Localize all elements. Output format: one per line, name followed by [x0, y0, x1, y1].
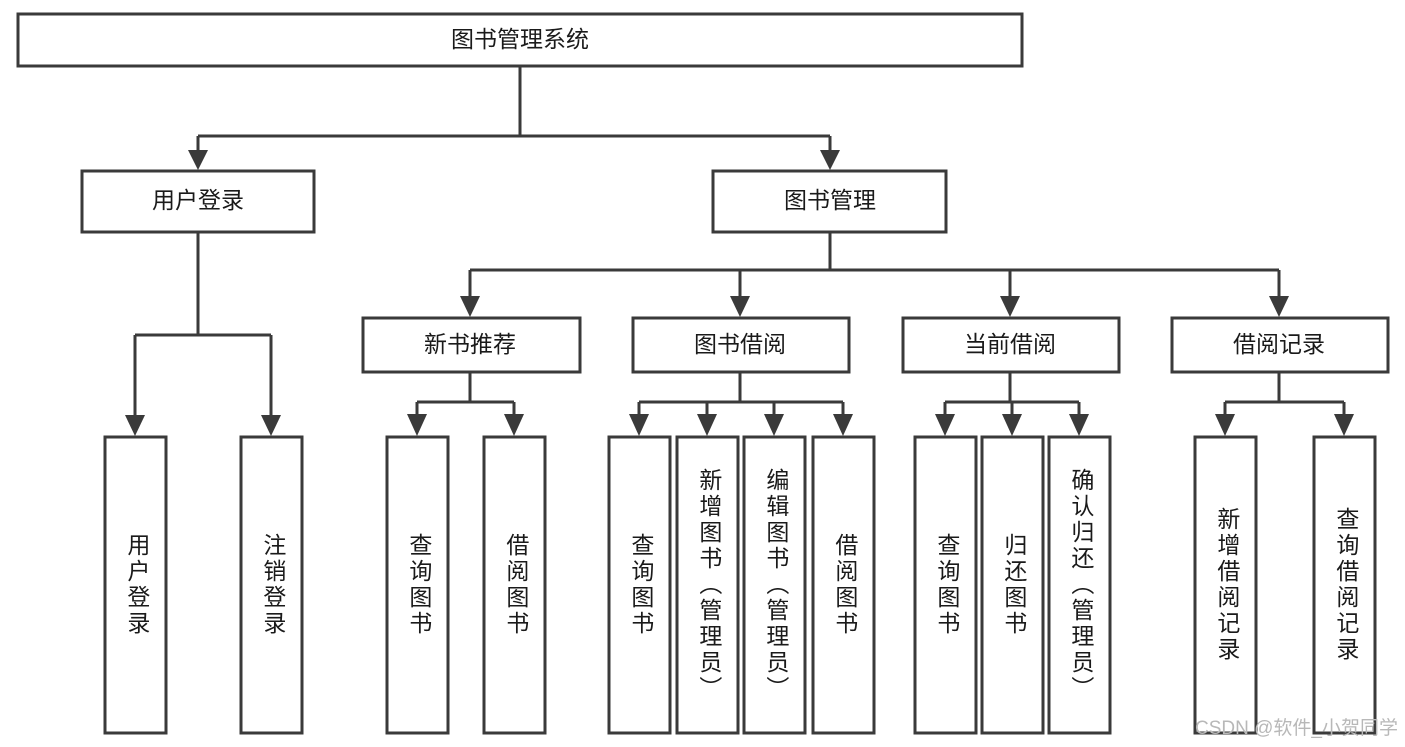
node-current-borrow[interactable]: 当前借阅 — [901, 316, 1121, 374]
node-leaf-query-book-1[interactable]: 查询图书 — [385, 435, 450, 735]
node-user-login-label: 用户登录 — [152, 187, 244, 213]
node-leaf-query-book-3[interactable]: 查询图书 — [913, 435, 978, 735]
node-borrow-record-box[interactable] — [1170, 316, 1390, 374]
node-leaf-user-logout-label: 注销登录 — [260, 533, 287, 637]
node-leaf-confirm-return-label: 确认归还（管理员） — [1068, 468, 1095, 702]
node-new-book-recommend-box[interactable] — [361, 316, 582, 374]
node-leaf-user-logout-box[interactable] — [239, 435, 304, 735]
arrow-head-new-book-recommend — [460, 296, 480, 317]
node-root-box[interactable] — [16, 12, 1024, 68]
node-leaf-borrow-book-2-label: 借阅图书 — [832, 533, 859, 637]
node-leaf-return-book-box[interactable] — [980, 435, 1045, 735]
connector-layer — [125, 66, 1354, 436]
node-leaf-query-record[interactable]: 查询借阅记录 — [1312, 435, 1377, 735]
node-leaf-confirm-return[interactable]: 确认归还（管理员） — [1047, 435, 1112, 735]
node-leaf-query-book-2-box[interactable] — [607, 435, 672, 735]
node-book-borrow[interactable]: 图书借阅 — [631, 316, 851, 374]
node-leaf-add-record-label: 新增借阅记录 — [1214, 507, 1241, 663]
arrow-head-leaf-query-book-2 — [629, 414, 649, 436]
node-leaf-add-book[interactable]: 新增图书（管理员） — [675, 435, 740, 735]
node-leaf-return-book-label: 归还图书 — [1001, 533, 1028, 637]
node-leaf-edit-book-box[interactable] — [742, 435, 807, 735]
arrow-head-leaf-add-book — [697, 414, 717, 436]
node-root-label: 图书管理系统 — [451, 26, 589, 52]
arrow-head-leaf-user-login — [125, 415, 145, 436]
arrow-head-leaf-query-book-1 — [407, 414, 427, 436]
node-book-manage-label: 图书管理 — [784, 187, 876, 213]
node-root[interactable]: 图书管理系统 — [16, 12, 1024, 68]
node-current-borrow-box[interactable] — [901, 316, 1121, 374]
node-borrow-record-label: 借阅记录 — [1233, 331, 1325, 357]
node-leaf-query-book-3-label: 查询图书 — [934, 533, 961, 637]
arrow-head-borrow-record — [1269, 296, 1289, 317]
node-new-book-recommend[interactable]: 新书推荐 — [361, 316, 582, 374]
node-leaf-query-book-1-label: 查询图书 — [406, 533, 433, 637]
arrow-head-leaf-return-book — [1002, 414, 1022, 436]
arrow-head-leaf-borrow-book-2 — [833, 414, 853, 436]
arrow-head-leaf-borrow-book-1 — [504, 414, 524, 436]
node-leaf-edit-book-label: 编辑图书（管理员） — [763, 468, 790, 702]
arrow-head-book-borrow — [730, 296, 750, 317]
node-book-borrow-label: 图书借阅 — [694, 331, 786, 357]
csdn-watermark: CSDN @软件_小贺同学 — [1195, 717, 1398, 739]
node-new-book-recommend-label: 新书推荐 — [424, 331, 516, 357]
node-leaf-user-logout[interactable]: 注销登录 — [239, 435, 304, 735]
arrow-head-leaf-edit-book — [764, 414, 784, 436]
arrow-head-leaf-query-record — [1334, 414, 1354, 436]
node-borrow-record[interactable]: 借阅记录 — [1170, 316, 1390, 374]
arrow-head-leaf-query-book-3 — [935, 414, 955, 436]
node-leaf-confirm-return-box[interactable] — [1047, 435, 1112, 735]
node-leaf-add-book-label: 新增图书（管理员） — [696, 468, 723, 702]
node-leaf-query-record-box[interactable] — [1312, 435, 1377, 735]
node-leaf-user-login-box[interactable] — [103, 435, 168, 735]
node-leaf-query-book-2[interactable]: 查询图书 — [607, 435, 672, 735]
arrow-head-leaf-user-logout — [261, 415, 281, 436]
node-leaf-query-book-1-box[interactable] — [385, 435, 450, 735]
node-leaf-add-record[interactable]: 新增借阅记录 — [1193, 435, 1258, 735]
arrow-head-user-login — [188, 150, 208, 170]
node-leaf-borrow-book-2[interactable]: 借阅图书 — [811, 435, 876, 735]
node-leaf-add-book-box[interactable] — [675, 435, 740, 735]
arrow-head-leaf-add-record — [1215, 414, 1235, 436]
node-leaf-query-book-3-box[interactable] — [913, 435, 978, 735]
arrow-head-leaf-confirm-return — [1069, 414, 1089, 436]
node-book-manage[interactable]: 图书管理 — [711, 169, 948, 234]
node-current-borrow-label: 当前借阅 — [964, 331, 1056, 357]
arrow-head-book-manage — [820, 150, 840, 170]
node-leaf-borrow-book-2-box[interactable] — [811, 435, 876, 735]
node-leaf-borrow-book-1-label: 借阅图书 — [503, 533, 530, 637]
node-user-login[interactable]: 用户登录 — [80, 169, 316, 234]
node-leaf-add-record-box[interactable] — [1193, 435, 1258, 735]
node-leaf-user-login-label: 用户登录 — [124, 533, 151, 637]
node-leaf-user-login[interactable]: 用户登录 — [103, 435, 168, 735]
node-leaf-borrow-book-1-box[interactable] — [482, 435, 547, 735]
node-leaf-query-book-2-label: 查询图书 — [628, 533, 655, 637]
node-user-login-box[interactable] — [80, 169, 316, 234]
arrow-head-current-borrow — [1000, 296, 1020, 317]
node-leaf-return-book[interactable]: 归还图书 — [980, 435, 1045, 735]
node-book-borrow-box[interactable] — [631, 316, 851, 374]
node-leaf-edit-book[interactable]: 编辑图书（管理员） — [742, 435, 807, 735]
node-book-manage-box[interactable] — [711, 169, 948, 234]
node-leaf-query-record-label: 查询借阅记录 — [1333, 507, 1360, 663]
node-leaf-borrow-book-1[interactable]: 借阅图书 — [482, 435, 547, 735]
